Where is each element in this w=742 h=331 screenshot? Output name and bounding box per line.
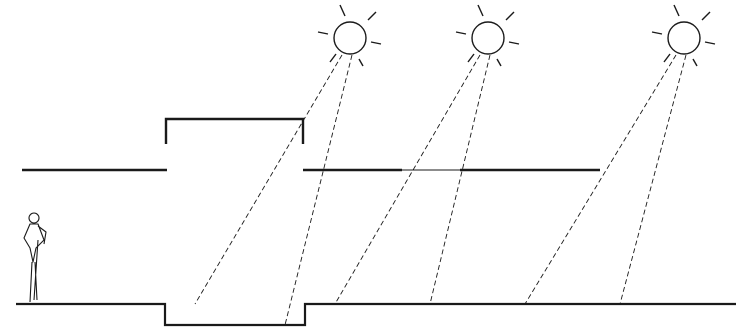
sun-2-icon	[455, 4, 520, 67]
sun-rays	[194, 54, 687, 326]
sun-3-ray-left	[524, 54, 677, 305]
person-head	[28, 212, 40, 224]
sun-1-icon	[317, 4, 382, 67]
sun-2-ray-right	[429, 54, 491, 305]
sun-3-ray-right	[619, 54, 687, 305]
person-icon	[23, 212, 47, 303]
sun-1-ray-right	[284, 54, 353, 326]
person-legs	[29, 239, 39, 303]
raised-roof-bracket	[164, 117, 305, 144]
person-torso	[23, 223, 45, 263]
sun-3-icon	[651, 4, 716, 67]
sun-1-ray-left	[194, 54, 343, 305]
ground-line-with-pit	[16, 302, 736, 327]
sun-2-ray-left	[334, 54, 481, 305]
person-arm	[37, 225, 47, 245]
